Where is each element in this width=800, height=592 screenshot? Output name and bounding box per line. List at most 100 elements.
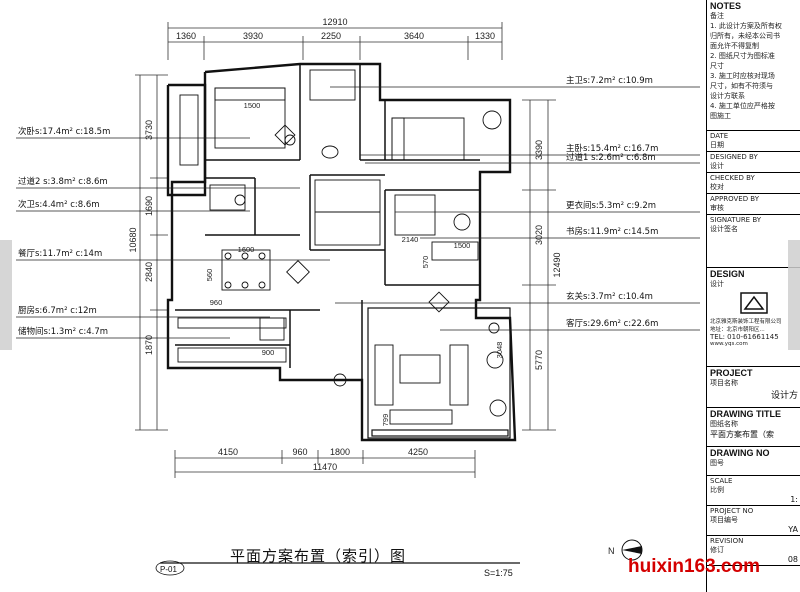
dim-inner-7: 900 [262, 348, 275, 357]
checked-by-label: CHECKED BY [710, 174, 755, 182]
notes-line: 图施工 [710, 112, 731, 120]
dim-inner-3: 2140 [402, 235, 419, 244]
dim-top-1: 1360 [176, 31, 196, 41]
date-row: DATE 日期 [707, 131, 800, 152]
checked-by-label-cn: 校对 [710, 183, 724, 191]
interior-walls [175, 64, 480, 440]
room-label-corridor-2: 过道2 s:3.8m² c:8.6m [18, 176, 108, 187]
project-heading: PROJECT [710, 368, 753, 378]
date-label: DATE [710, 132, 729, 140]
notes-heading: NOTES [710, 1, 742, 11]
scale-value: 1: [790, 495, 798, 504]
drawing-no-subheading: 图号 [710, 459, 724, 467]
scale-heading: SCALE [710, 477, 733, 485]
notes-line: 设计方联系 [710, 92, 745, 100]
next-image-arrow[interactable] [788, 240, 800, 350]
room-label-dining: 餐厅s:11.7m² c:14m [18, 249, 102, 259]
notes-line: 尺寸 [710, 62, 724, 70]
drawing-no-section: DRAWING NO 图号 [707, 447, 800, 476]
drawing-title-subheading: 图纸名称 [710, 420, 738, 428]
company-logo-icon [740, 292, 768, 314]
date-label-cn: 日期 [710, 141, 724, 149]
dim-top-4: 3640 [404, 31, 424, 41]
dim-bottom-2: 960 [292, 447, 307, 457]
notes-section: NOTES 备注 1. 此设计方案及所有权 归所有，未经本公司书 面允许不得复制… [707, 0, 800, 131]
sheet-number: P-01 [160, 565, 177, 574]
checked-by-row: CHECKED BY 校对 [707, 173, 800, 194]
signature-label-cn: 设计签名 [710, 225, 738, 233]
scale-label: S=1:75 [484, 568, 513, 578]
approved-by-row: APPROVED BY 审核 [707, 194, 800, 215]
title-block: NOTES 备注 1. 此设计方案及所有权 归所有，未经本公司书 面允许不得复制… [706, 0, 800, 592]
notes-line: 3. 施工时应核对现场 [710, 72, 775, 80]
floor-plan-drawing: 12910 1360 3930 2250 3640 1330 3730 1690… [16, 17, 700, 576]
balcony-outline [367, 307, 511, 439]
notes-line: 2. 图纸尺寸为图标准 [710, 52, 775, 60]
north-label: N [608, 546, 615, 556]
room-label-master-bedroom: 主卧s:15.4m² c:16.7m [566, 143, 658, 154]
dim-right-3: 5770 [534, 350, 544, 370]
approved-by-label: APPROVED BY [710, 195, 760, 203]
revision-heading: REVISION [710, 537, 744, 545]
dim-inner-9: 799 [381, 414, 390, 427]
dim-inner-8: 3048 [495, 342, 504, 359]
dim-inner-1: 1500 [244, 101, 261, 110]
revision-section: REVISION 修订 08 [707, 536, 800, 566]
dim-left-2: 1690 [144, 196, 154, 216]
approved-by-label-cn: 审核 [710, 204, 724, 212]
project-no-subheading: 项目编号 [710, 516, 738, 524]
project-subheading: 项目名称 [710, 379, 738, 387]
company-phone: TEL: 010-61661145 [710, 333, 779, 341]
room-label-second-bath: 次卫s:4.4m² c:8.6m [18, 199, 100, 210]
dim-bottom-3: 1800 [330, 447, 350, 457]
room-label-second-bedroom: 次卧s:17.4m² c:18.5m [18, 126, 110, 137]
room-label-storage: 储物间s:1.3m² c:4.7m [18, 326, 108, 337]
notes-line: 尺寸，如有不符须与 [710, 82, 773, 90]
room-label-living-room: 客厅s:29.6m² c:22.6m [566, 318, 658, 329]
dim-left-3: 2840 [144, 262, 154, 282]
left-dimensions [135, 74, 168, 431]
dim-inner-2: 1600 [238, 245, 255, 254]
furniture [177, 69, 507, 425]
design-section: DESIGN 设计 北京雅克斯装饰工程有限公司 地址：北京市朝阳区... TEL… [707, 268, 800, 367]
dim-right-overall: 12490 [552, 252, 562, 277]
dim-top-3: 2250 [321, 31, 341, 41]
dim-left-4: 1870 [144, 335, 154, 355]
room-label-corridor-1: 过道1 s:2.6m² c:6.8m [566, 152, 656, 163]
site-watermark: huixin163.com [628, 556, 760, 577]
scale-subheading: 比例 [710, 486, 724, 494]
project-no-section: PROJECT NO 项目编号 YA [707, 506, 800, 536]
dim-inner-6: 960 [210, 298, 223, 307]
drawing-title-heading: DRAWING TITLE [710, 409, 781, 419]
designed-by-row: DESIGNED BY 设计 [707, 152, 800, 173]
design-heading: DESIGN [710, 269, 745, 279]
sheet-index-bubble [155, 560, 185, 576]
dim-right-1: 3390 [534, 140, 544, 160]
revision-value: 08 [787, 555, 798, 564]
project-no-heading: PROJECT NO [710, 507, 754, 515]
project-value: 设计方 [770, 391, 798, 401]
dim-inner-5: 570 [421, 256, 430, 269]
notes-subheading: 备注 [710, 12, 724, 20]
designed-by-label: DESIGNED BY [710, 153, 758, 161]
previous-image-arrow[interactable] [0, 240, 12, 350]
dim-bottom-1: 4150 [218, 447, 238, 457]
signature-row: SIGNATURE BY 设计签名 [707, 215, 800, 268]
company-address: 地址：北京市朝阳区... [710, 327, 765, 333]
drawing-no-heading: DRAWING NO [710, 448, 770, 458]
room-label-kitchen: 厨房s:6.7m² c:12m [18, 305, 97, 316]
room-leader-lines [16, 86, 700, 339]
outer-walls [166, 62, 517, 442]
dim-right-2: 3020 [534, 225, 544, 245]
drawing-title-section: DRAWING TITLE 图纸名称 平面方案布置（索 [707, 408, 800, 447]
notes-line: 归所有，未经本公司书 [710, 32, 780, 40]
revision-subheading: 修订 [710, 546, 724, 554]
notes-line: 面允许不得复制 [710, 42, 759, 50]
project-no-value: YA [788, 525, 798, 534]
drawing-title-value: 平面方案布置（索 [710, 430, 774, 439]
company-website: www.yqs.com [710, 341, 748, 347]
dim-top-2: 3930 [243, 31, 263, 41]
project-section: PROJECT 项目名称 设计方 [707, 367, 800, 408]
room-label-master-bath: 主卫s:7.2m² c:10.9m [566, 75, 653, 86]
room-label-study: 书房s:11.9m² c:14.5m [566, 226, 658, 237]
